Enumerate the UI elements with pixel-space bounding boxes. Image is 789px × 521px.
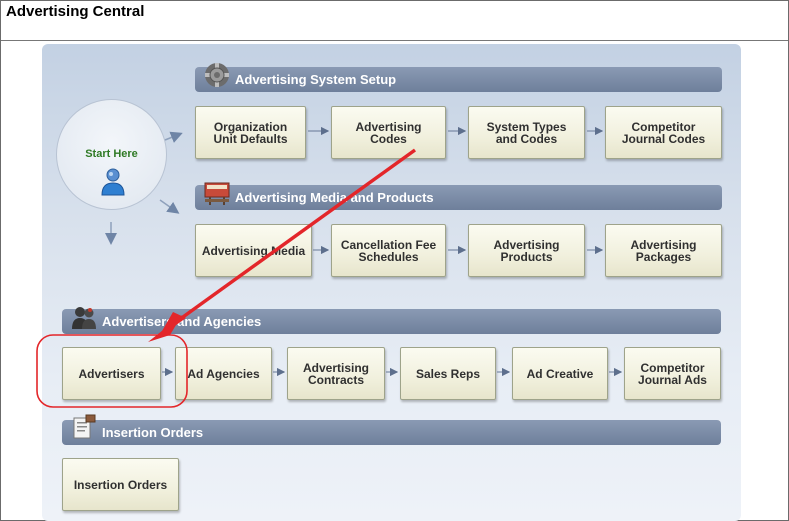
section-insertion-orders-label: Insertion Orders bbox=[102, 425, 204, 440]
people-icon bbox=[72, 307, 96, 329]
tile-sales-reps[interactable]: Sales Reps bbox=[400, 347, 496, 400]
gear-icon bbox=[205, 63, 229, 87]
page-title: Advertising Central bbox=[6, 3, 145, 20]
title-bar: Advertising Central bbox=[1, 1, 788, 41]
section-media-products-label: Advertising Media and Products bbox=[235, 190, 434, 205]
tile-organization-unit-defaults[interactable]: Organization Unit Defaults bbox=[195, 106, 306, 159]
section-system-setup: Advertising System Setup bbox=[195, 63, 722, 92]
section-advertisers-agencies-label: Advertisers and Agencies bbox=[102, 314, 262, 329]
tile-advertising-codes[interactable]: Advertising Codes bbox=[331, 106, 446, 159]
tile-label: Advertising Codes bbox=[355, 119, 422, 146]
tile-label: Advertising Contracts bbox=[302, 360, 369, 387]
tile-label: Ad Agencies bbox=[187, 366, 260, 381]
billboard-icon bbox=[204, 182, 230, 205]
tile-competitor-journal-ads[interactable]: Competitor Journal Ads bbox=[624, 347, 721, 400]
tile-label: Advertising Products bbox=[493, 237, 560, 264]
tile-label: Advertising Packages bbox=[630, 237, 697, 264]
tile-label: Organization Unit Defaults bbox=[213, 119, 288, 146]
tile-advertising-contracts[interactable]: Advertising Contracts bbox=[287, 347, 385, 400]
tile-label: Sales Reps bbox=[415, 366, 481, 381]
tile-label: Insertion Orders bbox=[73, 477, 168, 492]
section-media-products: Advertising Media and Products bbox=[195, 182, 722, 210]
tile-advertising-packages[interactable]: Advertising Packages bbox=[605, 224, 722, 277]
document-icon bbox=[73, 414, 96, 439]
tile-ad-agencies[interactable]: Ad Agencies bbox=[175, 347, 272, 400]
tile-ad-creative[interactable]: Ad Creative bbox=[512, 347, 608, 400]
tile-insertion-orders[interactable]: Insertion Orders bbox=[62, 458, 179, 511]
tile-label: Competitor Journal Codes bbox=[621, 119, 706, 146]
tile-label: Competitor Journal Ads bbox=[638, 360, 707, 387]
start-here-button[interactable]: Start Here bbox=[56, 99, 167, 210]
person-icon bbox=[101, 168, 125, 196]
tile-competitor-journal-codes[interactable]: Competitor Journal Codes bbox=[605, 106, 722, 159]
tile-label: Advertisers bbox=[78, 366, 145, 381]
tile-advertising-products[interactable]: Advertising Products bbox=[468, 224, 585, 277]
start-here-label: Start Here bbox=[85, 148, 138, 160]
tile-cancellation-fee-schedules[interactable]: Cancellation Fee Schedules bbox=[331, 224, 446, 277]
section-insertion-orders: Insertion Orders bbox=[62, 414, 721, 445]
tile-system-types-and-codes[interactable]: System Types and Codes bbox=[468, 106, 585, 159]
tile-advertisers[interactable]: Advertisers bbox=[62, 347, 161, 400]
tile-label: Ad Creative bbox=[526, 366, 594, 381]
section-system-setup-label: Advertising System Setup bbox=[235, 72, 397, 87]
tile-label: Cancellation Fee Schedules bbox=[340, 237, 437, 264]
tile-label: System Types and Codes bbox=[486, 119, 567, 146]
